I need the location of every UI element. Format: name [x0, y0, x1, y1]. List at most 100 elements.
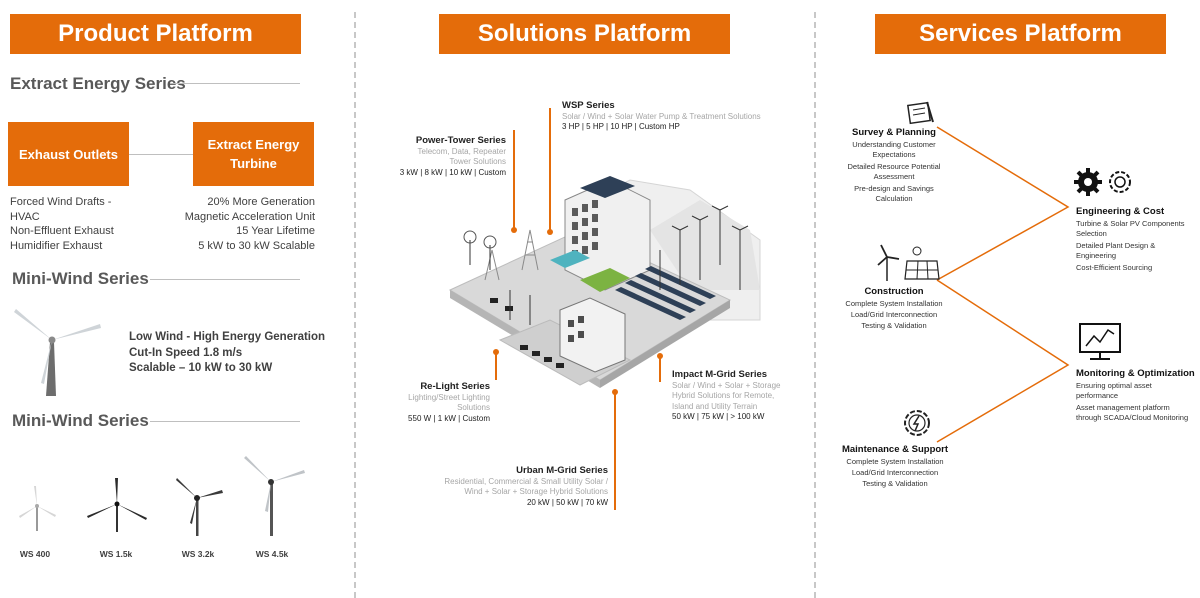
survey-line: Understanding Customer — [852, 140, 936, 149]
turbine-item: 5 kW to 30 kW Scalable — [198, 239, 315, 252]
extract-title-rule — [170, 83, 300, 84]
turbine-item: Magnetic Acceleration Unit — [184, 210, 315, 223]
survey-line: Pre-design and Savings — [854, 184, 934, 193]
monitoring-optimization-node: Monitoring & Optimization Ensuring optim… — [1076, 369, 1195, 423]
exhaust-outlets-box: Exhaust Outlets — [8, 122, 129, 186]
mini-wind-rule-2 — [150, 421, 300, 422]
urban-specs: 20 kW | 50 kW | 70 kW — [526, 497, 608, 507]
turbine-items: 20% More Generation Magnetic Acceleratio… — [170, 195, 315, 253]
extract-energy-title: Extract Energy Series — [10, 74, 186, 93]
relight-callout: Re-Light Series Lighting/Street Lighting… — [360, 381, 490, 424]
extract-turbine-box: Extract Energy Turbine — [193, 122, 314, 186]
impact-m-grid-callout: Impact M-Grid Series Solar / Wind + Sola… — [672, 369, 781, 423]
maintenance-line: Load/Grid Interconnection — [851, 468, 939, 477]
monitoring-line: performance — [1076, 391, 1119, 400]
relight-desc: Solutions — [457, 403, 490, 412]
power-tower-specs: 3 kW | 8 kW | 10 kW | Custom — [399, 167, 506, 177]
construction-node: Construction Complete System Installatio… — [824, 287, 964, 331]
survey-line: Calculation — [875, 194, 913, 203]
exhaust-turbine-connector — [129, 154, 193, 155]
ws400-turbine-icon — [19, 486, 56, 531]
survey-line: Expectations — [872, 150, 916, 159]
ws1-5k-turbine-icon — [87, 478, 147, 532]
engineering-line: Detailed Plant Design & — [1076, 241, 1156, 250]
power-tower-callout: Power-Tower Series Telecom, Data, Repeat… — [360, 135, 507, 178]
urban-title: Urban M-Grid Series — [516, 465, 608, 476]
relight-title: Re-Light Series — [420, 381, 490, 392]
mini-wind-feature: Low Wind - High Energy Generation — [129, 331, 326, 343]
gears-icon — [1074, 168, 1131, 196]
construction-line: Load/Grid Interconnection — [850, 310, 938, 319]
ws4-5k-turbine-icon — [244, 456, 305, 536]
relight-specs: 550 W | 1 kW | Custom — [408, 413, 490, 423]
turbine-item: 15 Year Lifetime — [236, 225, 315, 237]
product-platform-header: Product Platform — [10, 14, 301, 54]
services-platform-header: Services Platform — [875, 14, 1166, 54]
exhaust-item: Non-Effluent Exhaust — [10, 225, 114, 237]
divider-right — [814, 12, 816, 598]
maintenance-support-node: Maintenance & Support Complete System In… — [820, 445, 970, 489]
maintenance-title: Maintenance & Support — [841, 444, 949, 455]
blueprint-icon — [906, 101, 934, 125]
survey-planning-node: Survey & Planning Understanding Customer… — [834, 128, 954, 204]
survey-line: Detailed Resource Potential — [847, 162, 941, 171]
monitoring-line: Asset management platform — [1076, 403, 1170, 412]
model-label-ws3-2k: WS 3.2k — [181, 549, 215, 559]
survey-title: Survey & Planning — [852, 127, 936, 138]
mini-wind-rule-1 — [150, 279, 300, 280]
mini-wind-features: Low Wind - High Energy Generation Cut-In… — [129, 330, 325, 377]
power-tower-desc: Telecom, Data, Repeater — [417, 146, 507, 156]
turbine-item: 20% More Generation — [207, 196, 315, 208]
impact-desc: Hybrid Solutions for Remote, — [672, 391, 775, 400]
construction-line: Testing & Validation — [861, 321, 927, 330]
impact-title: Impact M-Grid Series — [672, 369, 768, 380]
relight-desc: Lighting/Street Lighting — [408, 392, 490, 402]
engineering-cost-node: Engineering & Cost Turbine & Solar PV Co… — [1076, 207, 1185, 273]
exhaust-items: Forced Wind Drafts - HVAC Non-Effluent E… — [10, 195, 114, 253]
mini-wind-title-2: Mini-Wind Series — [12, 411, 149, 430]
exhaust-item: HVAC — [10, 210, 40, 223]
impact-specs: 50 kW | 75 kW | > 100 kW — [672, 412, 765, 421]
mini-wind-turbine-image — [14, 309, 101, 396]
power-tower-title: Power-Tower Series — [415, 135, 506, 146]
isometric-city-illustration — [448, 176, 761, 388]
mini-wind-feature: Cut-In Speed 1.8 m/s — [129, 346, 243, 359]
gear-bolt-icon — [904, 410, 930, 436]
model-label-ws4-5k: WS 4.5k — [255, 549, 289, 559]
exhaust-item: Forced Wind Drafts - — [10, 196, 112, 208]
mini-wind-feature: Scalable – 10 kW to 30 kW — [129, 362, 273, 374]
mini-wind-title-1: Mini-Wind Series — [12, 269, 149, 288]
divider-left — [354, 12, 356, 598]
engineering-line: Turbine & Solar PV Components — [1076, 219, 1185, 228]
maintenance-line: Testing & Validation — [862, 479, 928, 488]
ws3-2k-turbine-icon — [176, 478, 223, 536]
wsp-desc: Solar / Wind + Solar Water Pump & Treatm… — [562, 111, 761, 121]
maintenance-line: Complete System Installation — [846, 457, 944, 466]
power-tower-desc: Tower Solutions — [449, 157, 506, 166]
model-label-ws1-5k: WS 1.5k — [99, 549, 133, 559]
construction-title: Construction — [864, 286, 924, 297]
engineering-line: Cost-Efficient Sourcing — [1076, 263, 1153, 272]
urban-m-grid-callout: Urban M-Grid Series Residential, Commerc… — [400, 465, 608, 508]
monitor-icon — [1079, 323, 1121, 360]
wsp-specs: 3 HP | 5 HP | 10 HP | Custom HP — [562, 122, 680, 131]
wind-solar-icon — [877, 244, 940, 281]
model-label-ws400: WS 400 — [19, 549, 51, 559]
solutions-platform-header: Solutions Platform — [439, 14, 730, 54]
engineering-title: Engineering & Cost — [1076, 206, 1165, 217]
wsp-title: WSP Series — [562, 100, 615, 111]
impact-desc: Solar / Wind + Solar + Storage — [672, 380, 781, 390]
impact-desc: Island and Utility Terrain — [672, 401, 758, 411]
engineering-line: Selection — [1076, 229, 1107, 238]
exhaust-item: Humidifier Exhaust — [10, 239, 103, 252]
construction-line: Complete System Installation — [845, 299, 943, 308]
monitoring-title: Monitoring & Optimization — [1076, 368, 1195, 379]
survey-line: Assessment — [873, 172, 915, 181]
engineering-line: Engineering — [1076, 251, 1117, 260]
wsp-series-callout: WSP Series Solar / Wind + Solar Water Pu… — [562, 100, 761, 133]
monitoring-line: Ensuring optimal asset — [1076, 381, 1152, 390]
urban-desc: Wind + Solar + Storage Hybrid Solutions — [464, 487, 608, 496]
monitoring-line: through SCADA/Cloud Monitoring — [1076, 413, 1189, 422]
